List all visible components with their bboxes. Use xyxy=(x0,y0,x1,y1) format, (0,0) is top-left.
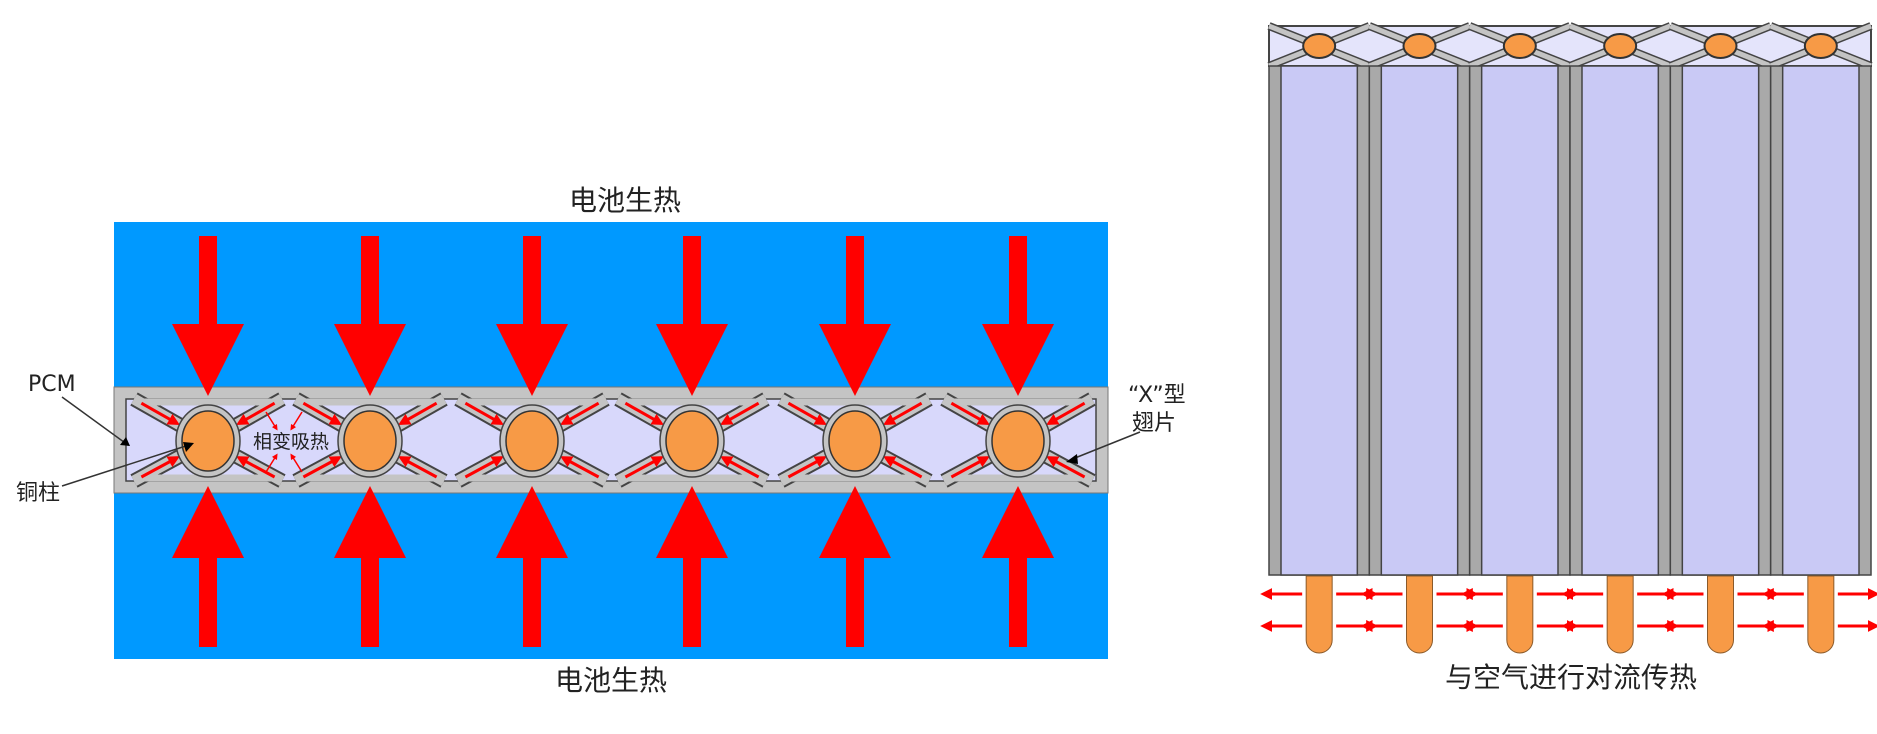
left-cross-section xyxy=(113,222,1109,659)
column-pcm-face xyxy=(1480,65,1559,576)
fin-heat-arrow xyxy=(950,456,990,479)
fin-pointer-arrowhead xyxy=(1066,454,1078,464)
copper-pillar xyxy=(991,410,1045,472)
fin-heat-arrow xyxy=(560,401,600,426)
copper-pillar xyxy=(665,410,719,472)
copper-rod xyxy=(1406,575,1433,654)
phase-change-arrow xyxy=(290,411,303,431)
top-fin-band xyxy=(1268,25,1872,67)
bottom-heat-label: 电池生热 xyxy=(555,664,667,697)
fin-heat-arrow xyxy=(464,456,504,479)
fin-cell xyxy=(777,392,933,488)
phase-change-arrow xyxy=(265,411,278,431)
fin-cell xyxy=(130,392,286,488)
fin-label-line1: “X”型 xyxy=(1128,383,1186,408)
fin-heat-arrow xyxy=(720,401,760,426)
fin-heat-arrow xyxy=(302,401,342,426)
fin-heat-arrow xyxy=(1046,401,1086,426)
copper-pillar xyxy=(828,410,882,472)
column-pcm-face xyxy=(1380,65,1459,576)
convection-caption: 与空气进行对流传热 xyxy=(1445,661,1697,694)
top-copper-pillar xyxy=(1502,33,1537,59)
fin-heat-arrow xyxy=(787,401,827,426)
pcm-region xyxy=(125,398,1097,482)
fin-heat-arrow xyxy=(787,456,827,479)
fin-heat-arrow xyxy=(464,401,504,426)
top-copper-pillar xyxy=(1703,33,1738,59)
copper-rod xyxy=(1807,575,1835,654)
fin-heat-arrow xyxy=(883,456,923,479)
fin-heat-arrow xyxy=(560,456,600,479)
top-heat-label: 电池生热 xyxy=(569,184,681,217)
phase-change-arrow xyxy=(265,453,278,473)
fin-heat-arrow xyxy=(950,401,990,426)
fin-heat-arrow xyxy=(140,456,180,479)
top-copper-pillar xyxy=(1402,33,1437,59)
fin-pointer xyxy=(1069,431,1141,461)
column-pcm-face xyxy=(1681,65,1760,576)
fin-heat-arrow xyxy=(140,401,180,426)
top-copper-pillar xyxy=(1302,33,1337,59)
fin-cell xyxy=(614,392,770,488)
fin-heat-arrow xyxy=(624,401,664,426)
copper-pillar xyxy=(343,410,397,472)
pcm-pointer-arrowhead xyxy=(120,437,130,446)
top-copper-pillar xyxy=(1803,33,1838,59)
phase-change-label: 相变吸热 xyxy=(253,431,329,453)
pcm-label: PCM xyxy=(28,372,76,397)
column-pcm-face xyxy=(1581,65,1660,576)
fin-cell xyxy=(292,392,448,488)
copper-rod xyxy=(1606,575,1634,654)
fin-heat-arrow xyxy=(624,456,664,479)
copper-label: 铜柱 xyxy=(16,481,60,506)
fin-heat-arrow xyxy=(883,401,923,426)
fin-heat-arrow xyxy=(1046,456,1086,479)
right-module-view xyxy=(1260,22,1877,654)
fin-heat-arrow xyxy=(398,401,438,426)
fin-heat-arrow xyxy=(720,456,760,479)
fin-heat-arrow xyxy=(236,456,276,479)
copper-pillar xyxy=(505,410,559,472)
column-pcm-face xyxy=(1781,65,1860,576)
fin-heat-arrow xyxy=(302,456,342,479)
copper-rod xyxy=(1707,575,1734,654)
fin-heat-arrow xyxy=(398,456,438,479)
pcm-pointer xyxy=(61,396,129,446)
fin-cell xyxy=(940,392,1096,488)
copper-pointer xyxy=(61,443,193,487)
fin-heat-arrow xyxy=(236,401,276,426)
column-pcm-face xyxy=(1280,65,1359,576)
phase-change-arrow xyxy=(290,453,303,473)
copper-rod xyxy=(1305,575,1333,654)
fin-cell xyxy=(454,392,610,488)
top-copper-pillar xyxy=(1603,33,1638,59)
copper-rod xyxy=(1506,575,1534,654)
copper-pointer-arrowhead xyxy=(183,442,194,452)
copper-pillar xyxy=(181,410,235,472)
